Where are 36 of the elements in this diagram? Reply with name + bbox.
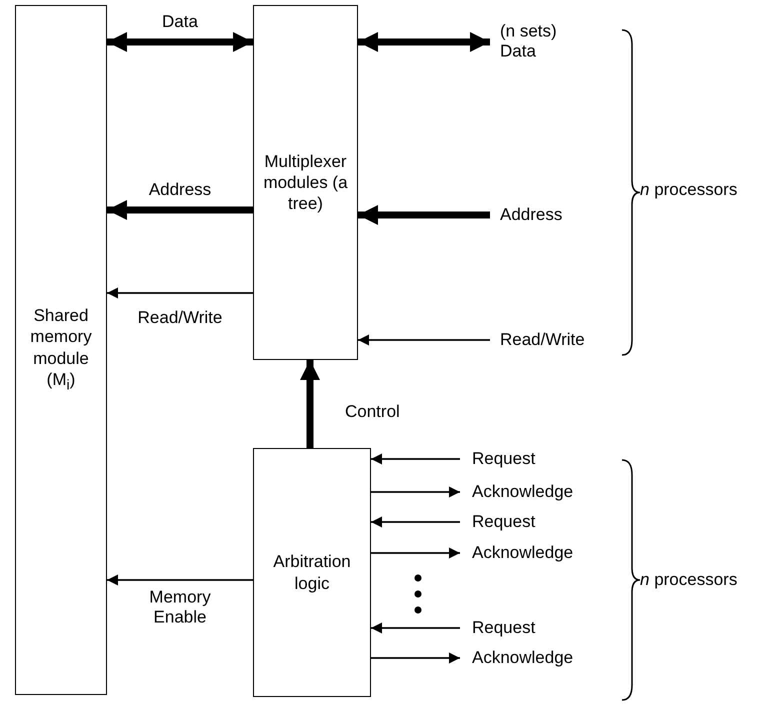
arrow bbox=[107, 288, 253, 298]
edge-label: (n sets) Data bbox=[500, 22, 558, 62]
wide-arrow bbox=[358, 205, 490, 225]
node-label: Shared memory module (M$_{i}$) bbox=[29, 305, 93, 395]
edge-label: Address bbox=[500, 204, 564, 226]
node-label: Multiplexer modules (a tree) bbox=[262, 150, 349, 214]
edge-label: Request bbox=[472, 618, 536, 638]
arrow bbox=[107, 574, 253, 586]
wide-arrow bbox=[300, 360, 320, 448]
arrow bbox=[371, 486, 460, 498]
multiplexer-box bbox=[253, 5, 358, 360]
group-label: n processors bbox=[640, 570, 738, 590]
edge-label: Memory Enable bbox=[148, 588, 212, 628]
arrow bbox=[371, 622, 460, 634]
arrow bbox=[371, 652, 460, 664]
edge-label: Read/Write bbox=[500, 330, 586, 350]
edge-label: Acknowledge bbox=[472, 542, 574, 564]
edge-label: Read/Write bbox=[136, 308, 224, 328]
arrow bbox=[371, 454, 460, 464]
edge-label: Request bbox=[472, 448, 536, 470]
edge-label: Acknowledge bbox=[472, 648, 574, 668]
edge-label: Control bbox=[345, 402, 401, 422]
wide-arrow bbox=[107, 200, 253, 220]
edge-label: Request bbox=[472, 512, 536, 532]
arrow bbox=[371, 548, 460, 558]
edge-label: Address bbox=[148, 180, 212, 200]
arrow bbox=[371, 516, 460, 528]
edge-label: Acknowledge bbox=[472, 482, 574, 502]
arrow bbox=[358, 334, 490, 346]
edge-label: Data bbox=[161, 12, 199, 32]
arbitration-box bbox=[253, 448, 371, 697]
memory-module-box bbox=[15, 5, 107, 695]
group-label: n processors bbox=[640, 180, 738, 200]
node-label: Arbitration logic bbox=[272, 551, 352, 594]
wide-arrow bbox=[107, 32, 253, 52]
wide-arrow bbox=[358, 32, 490, 52]
